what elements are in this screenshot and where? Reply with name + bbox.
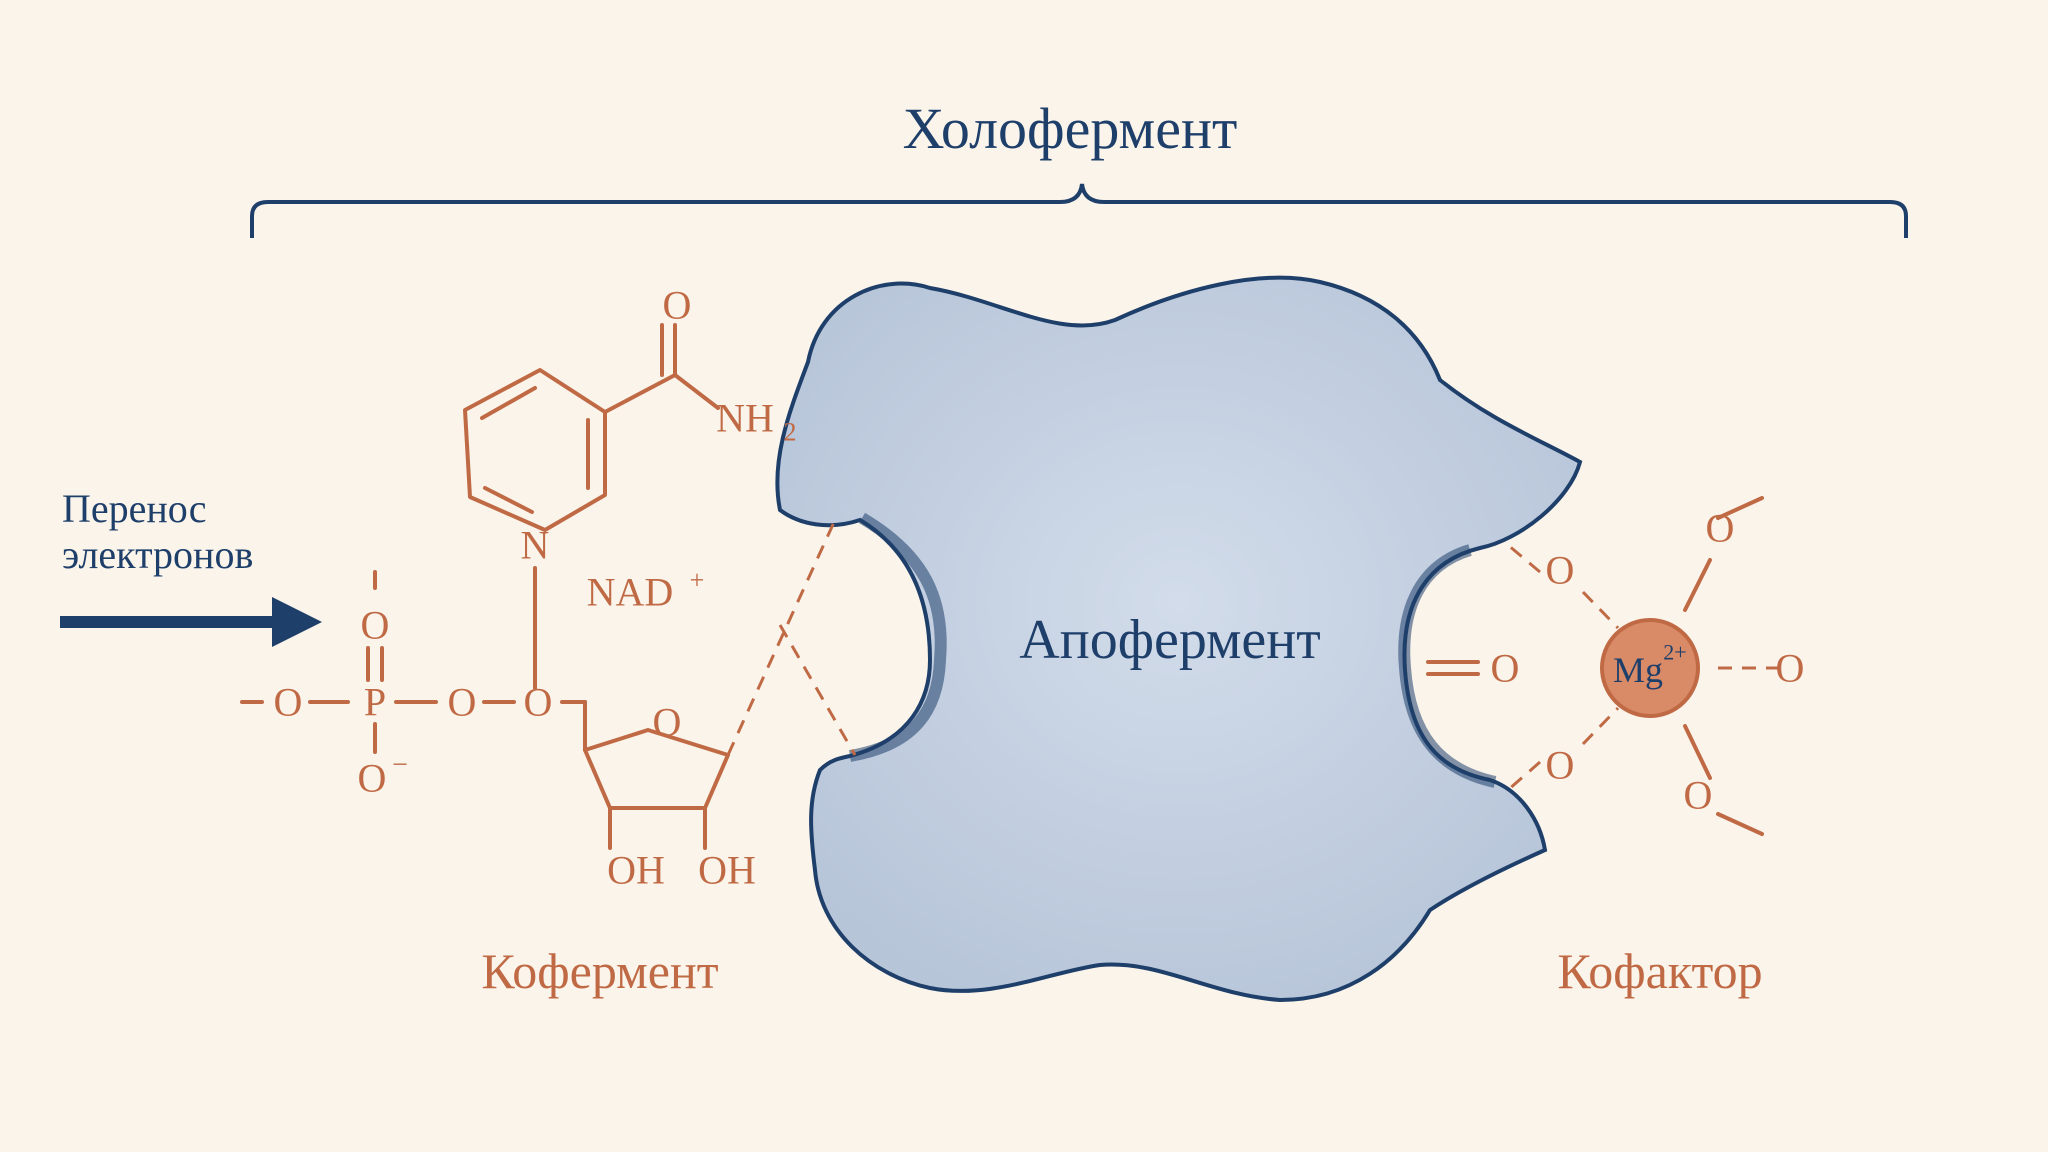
- atom-nh-subscript: 2: [784, 418, 797, 447]
- electron-transfer-arrow-icon: [60, 597, 322, 647]
- nad-molecule: [240, 323, 857, 850]
- holoenzyme-bracket: [250, 183, 1908, 238]
- apoenzyme-shape: [775, 275, 1583, 1003]
- atom-oh-left: OH: [607, 848, 665, 893]
- cofactor-o-lower-left: O: [1546, 743, 1575, 788]
- atom-o-middle: O: [448, 680, 477, 725]
- apoenzyme-label: Апофермент: [1019, 609, 1320, 671]
- nad-charge: +: [690, 566, 705, 595]
- holoenzyme-title: Холофермент: [903, 96, 1238, 161]
- atom-nh: NH: [716, 396, 774, 441]
- atom-n: N: [521, 523, 550, 568]
- electron-transfer-label-line2: электронов: [62, 532, 253, 577]
- atom-p: P: [364, 680, 386, 725]
- coenzyme-binding-pocket: [848, 512, 947, 762]
- atom-o-bottom: O: [358, 756, 387, 801]
- cofactor-o-right: O: [1776, 646, 1805, 691]
- mg-ion-label: Mg: [1613, 650, 1663, 690]
- mg-ion-charge: 2+: [1663, 640, 1686, 665]
- mg-ion: [1600, 618, 1700, 718]
- cofactor-binding-pocket: [1398, 544, 1497, 788]
- cofactor-label: Кофактор: [1557, 943, 1762, 999]
- cofactor-o-bottom: O: [1684, 773, 1713, 818]
- atom-o-carbonyl: O: [663, 283, 692, 328]
- atom-oh-right: OH: [698, 848, 756, 893]
- atom-o-bottom-charge: −: [392, 750, 408, 781]
- cofactor-o-left: O: [1491, 646, 1520, 691]
- cofactor-o-upper-left: O: [1546, 548, 1575, 593]
- coenzyme-label: Кофермент: [481, 943, 718, 999]
- cofactor-o-top: O: [1706, 506, 1735, 551]
- atom-o-left: O: [274, 680, 303, 725]
- atom-o-ring: O: [653, 700, 682, 745]
- nad-label: NAD: [587, 570, 674, 615]
- atom-o-right: O: [524, 680, 553, 725]
- atom-o-top: O: [361, 603, 390, 648]
- electron-transfer-label-line1: Перенос: [62, 486, 207, 531]
